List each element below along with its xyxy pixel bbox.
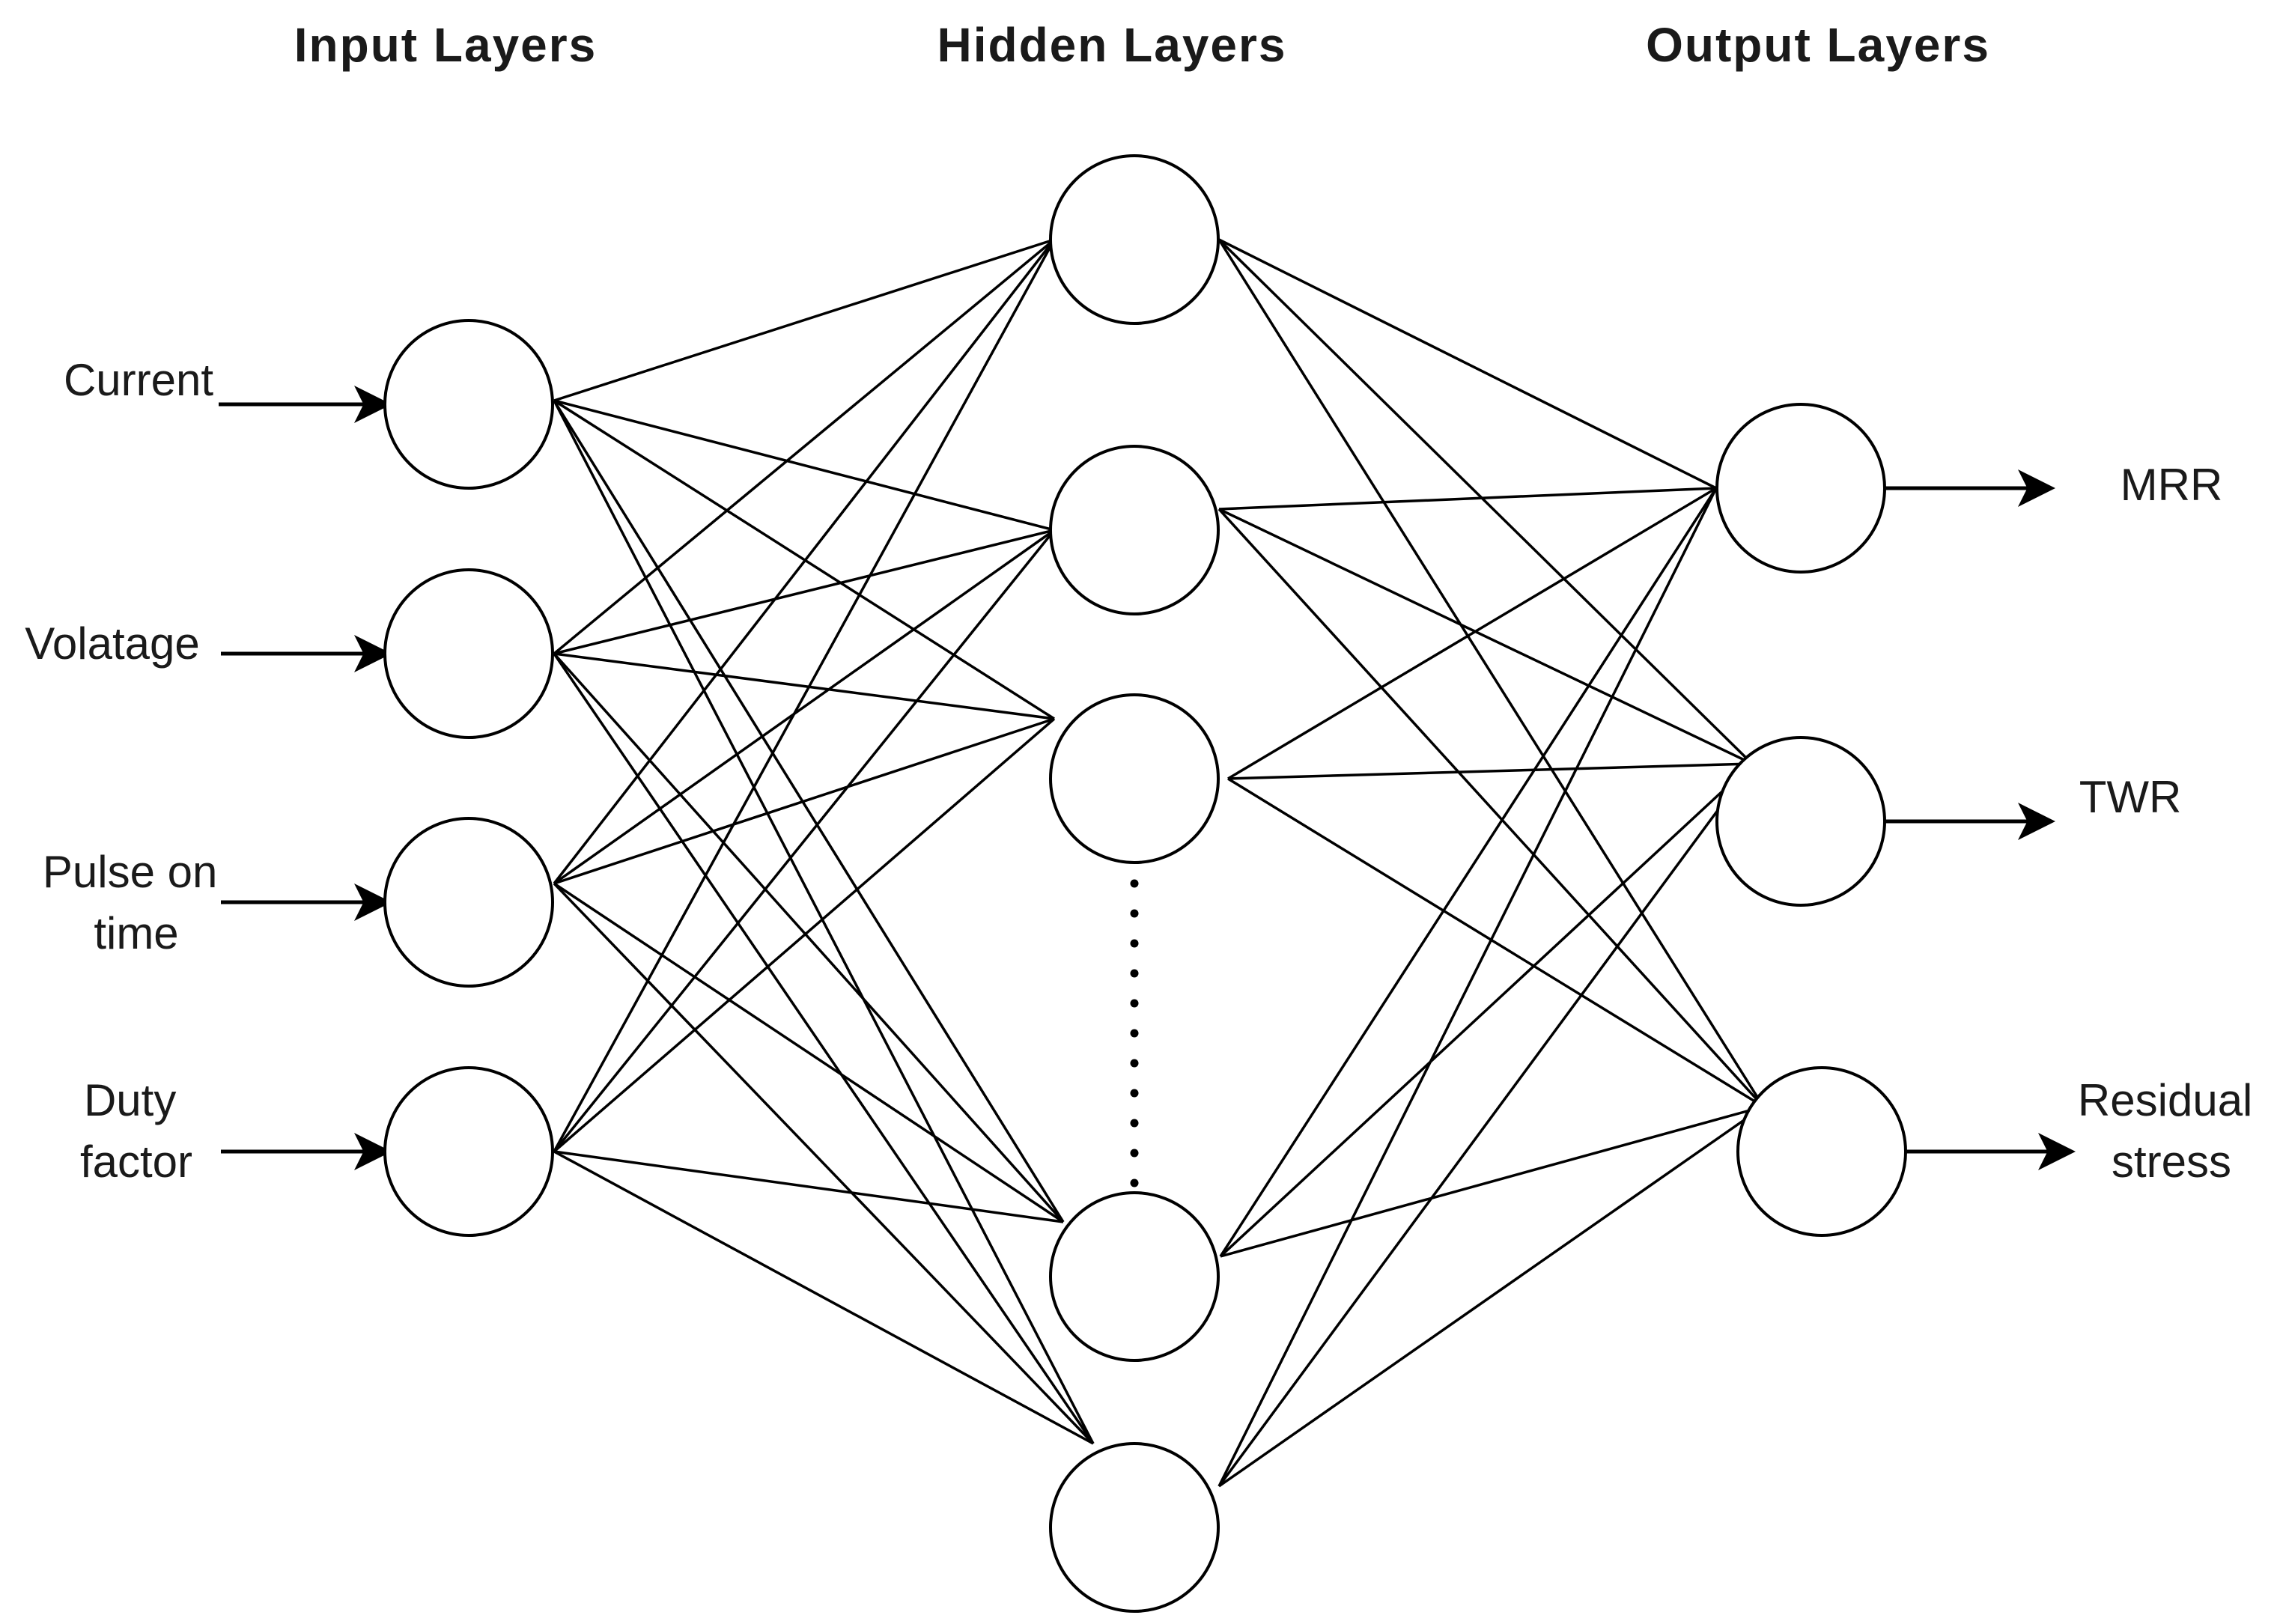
output-label-twr: TWR (2079, 772, 2182, 822)
edge-hidden-1-output-0 (1218, 487, 1717, 511)
ellipsis-dot (1130, 879, 1139, 888)
edge-input-3-hidden-4 (553, 1150, 1094, 1445)
ellipsis-dot (1130, 939, 1139, 948)
input-node-2 (383, 817, 554, 988)
output-arrows (1885, 469, 2076, 1170)
edge-hidden-3-output-0 (1219, 487, 1718, 1257)
edge-hidden-2-output-2 (1227, 777, 1764, 1108)
ellipsis-dot (1130, 1149, 1139, 1158)
hidden-node-2 (1049, 693, 1220, 864)
edge-input-3-hidden-2 (553, 717, 1056, 1153)
ellipsis-dot (1130, 1059, 1139, 1068)
ellipsis-dot (1130, 909, 1139, 918)
edge-hidden-1-output-1 (1218, 508, 1753, 765)
hidden-node-0 (1049, 154, 1220, 325)
hidden-layer-title: Hidden Layers (937, 18, 1286, 72)
edge-hidden-4-output-2 (1217, 1105, 1765, 1488)
edge-input-0-hidden-4 (553, 400, 1095, 1444)
input-node-0 (383, 319, 554, 490)
input-arrows (219, 386, 392, 1170)
ellipsis-dot (1130, 1089, 1139, 1098)
input-label-voltage: Volatage (25, 618, 200, 669)
edge-input-2-hidden-4 (553, 882, 1095, 1445)
hidden-node-3 (1049, 1191, 1220, 1362)
output-labels: MRR TWR Residual stress (2078, 460, 2265, 1187)
output-label-residual-stress: Residual stress (2078, 1075, 2265, 1187)
input-node-1 (383, 568, 554, 739)
output-node-1 (1715, 736, 1886, 907)
input-label-pulse-on-time: Pulse on time (43, 847, 230, 958)
ellipsis-dot (1130, 969, 1139, 978)
edge-hidden-4-output-1 (1217, 762, 1754, 1488)
input-layer-title: Input Layers (294, 18, 598, 72)
edge-hidden-2-output-0 (1227, 487, 1717, 780)
edge-hidden-1-output-2 (1217, 508, 1765, 1108)
hidden-ellipsis-dots (1130, 879, 1139, 1187)
output-node-2 (1736, 1066, 1907, 1237)
edge-hidden-0-output-1 (1217, 238, 1754, 765)
edge-hidden-3-output-2 (1220, 1105, 1764, 1258)
edge-input-0-hidden-3 (553, 400, 1065, 1223)
output-label-mrr: MRR (2121, 460, 2223, 510)
input-node-3 (383, 1066, 554, 1237)
connection-lines (553, 238, 1765, 1488)
output-node-0 (1715, 403, 1886, 574)
hidden-node-1 (1049, 445, 1220, 615)
edge-input-1-hidden-4 (553, 653, 1095, 1444)
network-nodes (383, 154, 1907, 1613)
edge-input-2-hidden-0 (553, 238, 1056, 885)
ellipsis-dot (1130, 1179, 1139, 1187)
edge-input-1-hidden-3 (553, 652, 1065, 1223)
input-labels: Current Volatage Pulse on time Duty fact… (25, 355, 230, 1187)
edge-input-3-hidden-0 (553, 239, 1056, 1152)
ellipsis-dot (1130, 1119, 1139, 1128)
hidden-node-4 (1049, 1442, 1220, 1613)
edge-hidden-4-output-0 (1217, 487, 1718, 1487)
ellipsis-dot (1130, 999, 1139, 1008)
edge-input-2-hidden-1 (553, 529, 1056, 885)
edge-input-0-hidden-1 (553, 399, 1055, 532)
edge-input-1-hidden-1 (553, 529, 1055, 655)
edge-input-3-hidden-3 (553, 1150, 1064, 1223)
input-label-duty-factor: Duty factor (80, 1075, 192, 1187)
edge-hidden-0-output-0 (1218, 238, 1717, 490)
edge-input-1-hidden-0 (553, 238, 1056, 655)
edge-input-0-hidden-0 (553, 238, 1055, 402)
edge-input-2-hidden-2 (553, 717, 1055, 885)
edge-hidden-3-output-1 (1219, 762, 1754, 1258)
edge-hidden-0-output-2 (1217, 239, 1765, 1107)
output-layer-title: Output Layers (1646, 18, 1990, 72)
edge-hidden-2-output-1 (1227, 762, 1753, 780)
edge-input-3-hidden-1 (553, 529, 1056, 1153)
edge-input-1-hidden-2 (553, 652, 1055, 720)
input-label-current: Current (64, 355, 213, 405)
edge-input-2-hidden-3 (553, 882, 1064, 1223)
ellipsis-dot (1130, 1029, 1139, 1038)
